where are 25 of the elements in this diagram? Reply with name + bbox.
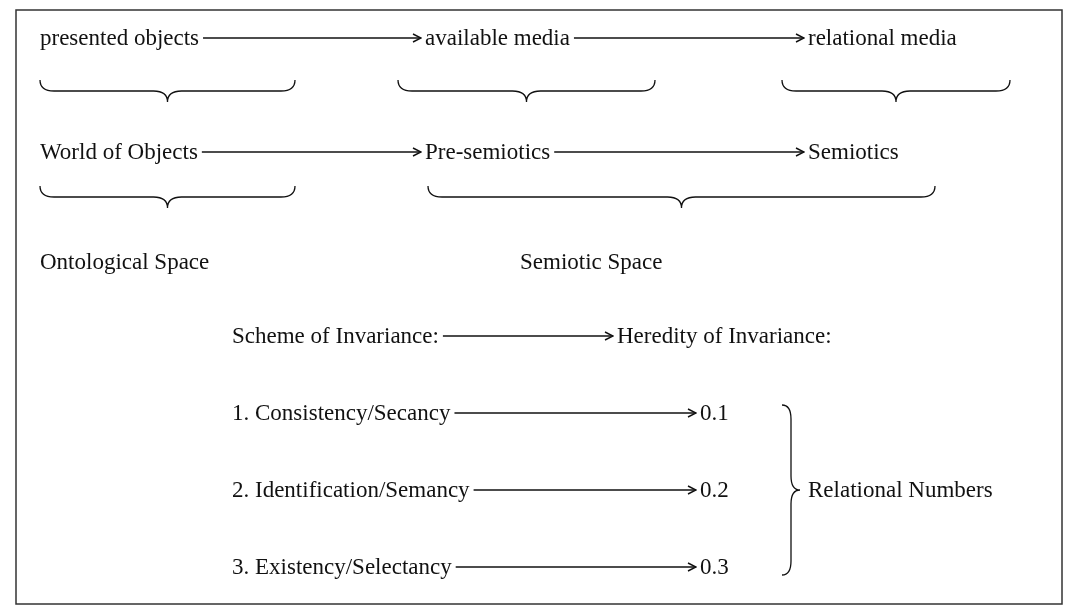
arrow	[453, 408, 697, 418]
node-text: presented objects	[40, 23, 200, 53]
node-text: relational media	[808, 23, 957, 53]
node-text: Heredity of Invariance:	[617, 321, 832, 351]
node-text: Semiotics	[808, 137, 899, 167]
node-text: 2. Identification/Semancy	[232, 475, 470, 505]
node-text: 0.2	[700, 475, 729, 505]
brace-label: Ontological Space	[40, 248, 210, 276]
node-text: available media	[425, 23, 570, 53]
node-text: Scheme of Invariance:	[232, 321, 439, 351]
arrow	[442, 331, 614, 341]
arrow	[573, 33, 805, 43]
arrow	[455, 562, 697, 572]
node-text: 0.3	[700, 552, 729, 582]
arrow	[553, 147, 805, 157]
node-text: 3. Existency/Selectancy	[232, 552, 452, 582]
brace-label: Semiotic Space	[520, 248, 663, 276]
node-text: 0.1	[700, 398, 729, 428]
node-text: World of Objects	[40, 137, 198, 167]
arrow	[202, 33, 422, 43]
node-text: 1. Consistency/Secancy	[232, 398, 451, 428]
arrow	[472, 485, 697, 495]
node-text: Pre-semiotics	[425, 137, 551, 167]
arrow	[201, 147, 422, 157]
brace-label: Relational Numbers	[808, 476, 993, 504]
